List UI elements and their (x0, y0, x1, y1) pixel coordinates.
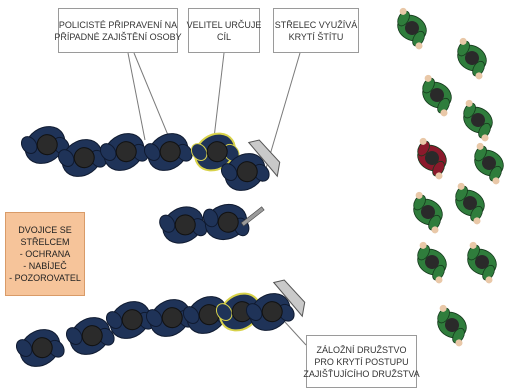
leader-line-police-ready-2 (133, 52, 171, 141)
callout-police-ready-line-2: PŘÍPADNÉ ZAJIŠTĚNÍ OSOBY (54, 31, 182, 42)
crowd-figures (397, 7, 504, 347)
callout-police-ready: POLICISTÉ PŘIPRAVENÍ NA PŘÍPADNÉ ZAJIŠTĚ… (54, 8, 182, 53)
crowd-figure-11 (437, 304, 467, 347)
callout-pairs-line-2: STŘELCEM (20, 237, 70, 247)
crowd-figure-9 (417, 241, 447, 284)
police-figure-pair-1 (159, 206, 208, 244)
police-figure-lower-2 (65, 317, 115, 355)
police-figure-lower-1 (15, 329, 65, 367)
police-figures (15, 126, 306, 367)
crowd-figure-7 (455, 182, 485, 225)
crowd-figure-5 (417, 137, 447, 180)
police-figure-shooter (220, 139, 281, 191)
callout-reserve-line-1: ZÁLOŽNÍ DRUŽSTVO (316, 344, 407, 355)
crowd-figure-8 (413, 191, 443, 234)
crowd-figure-4 (463, 99, 493, 142)
callout-pairs-line-1: DVOJICE SE (18, 225, 72, 235)
callout-pairs-line-5: - POZOROVATEL (9, 273, 81, 283)
crowd-figure-3 (422, 74, 452, 117)
police-figure-lower-7 (245, 279, 306, 331)
police-figure-commander (190, 132, 240, 172)
callout-shooter-line-1: STŘELEC VYUŽÍVÁ (274, 19, 358, 30)
crowd-figure-10 (467, 241, 497, 284)
leader-line-commander (213, 52, 225, 139)
leader-line-reserve (284, 321, 307, 346)
shield-icon (272, 279, 306, 318)
callout-commander: VELITEL URČUJE CÍL (186, 8, 262, 53)
callout-reserve-line-3: ZAJIŠŤUJÍCÍHO DRUŽSTVA (303, 368, 420, 379)
crowd-figure-6 (474, 142, 504, 185)
police-figure-upper-4 (143, 133, 193, 171)
police-figure-lower-4 (145, 299, 195, 337)
crowd-figure-2 (457, 37, 487, 80)
callout-police-ready-line-1: POLICISTÉ PŘIPRAVENÍ NA (58, 19, 178, 30)
crowd-figure-1 (397, 7, 427, 50)
callout-reserve-line-2: PRO KRYTÍ POSTUPU (314, 356, 409, 367)
police-figure-pair-2 (202, 203, 265, 241)
callout-shooter: STŘELEC VYUŽÍVÁ KRYTÍ ŠTÍTU (273, 8, 359, 53)
callout-commander-line-2: CÍL (216, 31, 231, 42)
leader-line-police-ready-1 (127, 52, 146, 141)
callout-reserve: ZÁLOŽNÍ DRUŽSTVO PRO KRYTÍ POSTUPU ZAJIŠ… (303, 335, 420, 388)
callout-pairs-line-3: - OCHRANA (19, 249, 71, 259)
callout-pairs: DVOJICE SE STŘELCEM - OCHRANA - NABÍJEČ … (5, 212, 85, 296)
callout-pairs-line-4: - NABÍJEČ (23, 261, 67, 271)
callout-shooter-line-2: KRYTÍ ŠTÍTU (288, 31, 344, 42)
police-figure-upper-3 (99, 133, 149, 171)
callout-commander-line-1: VELITEL URČUJE (186, 19, 262, 30)
rifle-icon (240, 206, 265, 227)
police-figure-upper-2 (57, 139, 107, 177)
shield-icon (247, 139, 281, 178)
